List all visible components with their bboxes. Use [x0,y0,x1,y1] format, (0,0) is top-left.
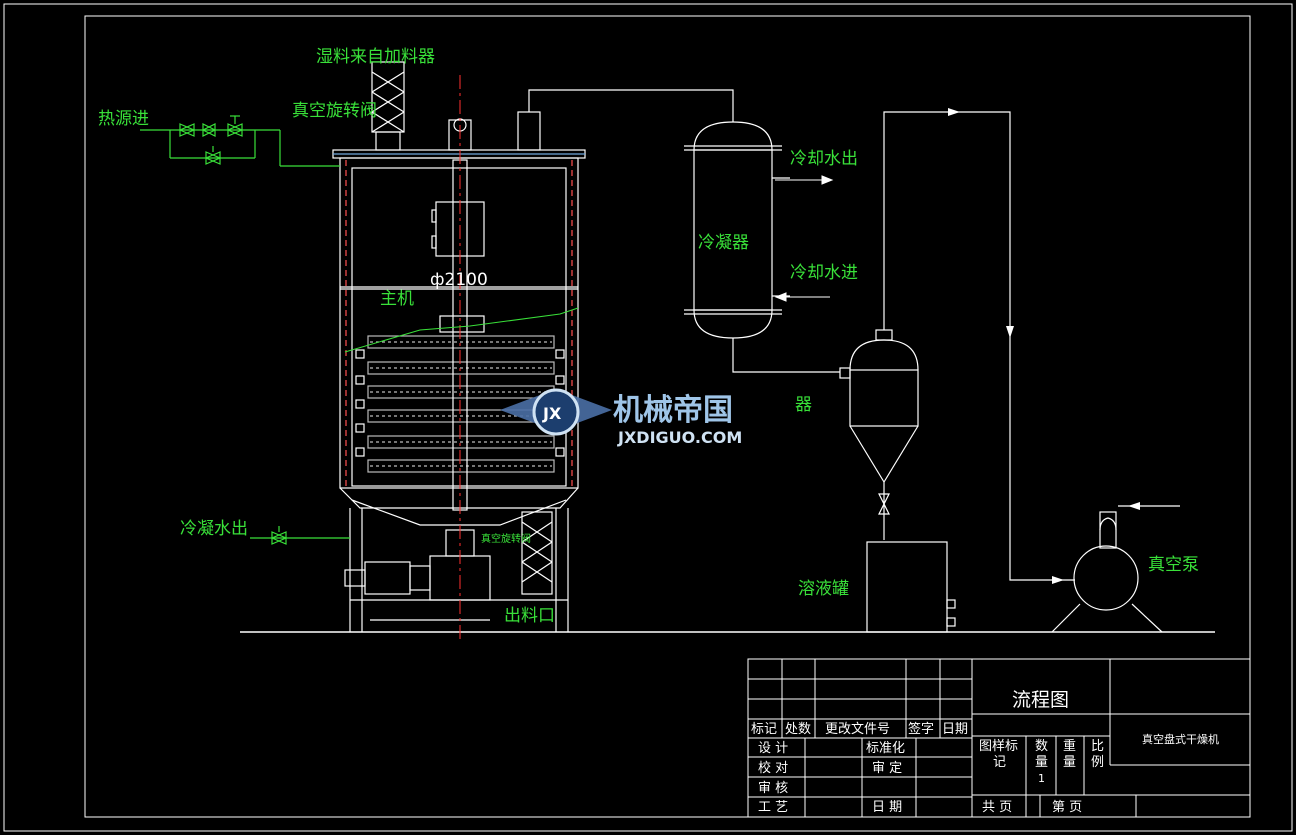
main-dryer [332,61,586,632]
tb-stage-mark-1: 图样标 [979,739,1018,754]
tb-col-count: 处数 [785,722,811,737]
flow-arrow-down [1006,326,1014,338]
separator-vessel [839,329,919,540]
tb-quantity-1: 数 [1035,739,1048,754]
tb-design: 设 计 [758,741,788,756]
label-wet-feed: 湿料来自加料器 [316,47,435,67]
tb-col-mark: 标记 [751,722,777,737]
watermark-gear-icon [532,388,580,436]
label-heat-in: 热源进 [98,109,149,129]
flow-arrow-right [948,108,960,116]
watermark-logo: JX [542,404,562,423]
vapour-pipe [528,89,734,122]
label-diameter: ф2100 [430,270,488,290]
label-condensate-out: 冷凝水出 [180,519,248,539]
title-block-text: 标记 处数 更改文件号 签字 日期 设 计 标准化 校 对 审 定 审 核 工 … [751,689,1219,815]
tb-total-pages: 共 页 [982,800,1012,815]
label-separator: 器 [795,395,812,415]
label-vacuum-pump: 真空泵 [1148,555,1199,575]
exhaust-arrow [1128,502,1140,510]
internal-feed-line [344,307,579,353]
label-rotary-valve-bottom: 真空旋转阀 [481,532,531,545]
condensate-out-piping [250,526,350,545]
label-solvent-tank: 溶液罐 [798,579,849,599]
tb-check: 校 对 [758,760,788,776]
drawing-border [84,15,1251,818]
tb-approve: 审 定 [872,761,902,776]
tb-scale-1: 比 [1091,739,1104,754]
tb-stage-mark-2: 记 [993,755,1006,770]
label-rotary-valve-top: 真空旋转阀 [292,101,377,121]
tb-machine-name: 真空盘式干燥机 [1142,732,1219,746]
label-cooling-in: 冷却水进 [790,263,858,283]
label-discharge: 出料口 [504,606,555,626]
label-cooling-out: 冷却水出 [790,149,858,169]
label-main-unit: 主机 [380,289,414,309]
outer-frame [3,3,1293,832]
watermark: JX 机械帝国 JXDIGUO.COM [500,388,742,447]
tb-page-no: 第 页 [1052,800,1082,815]
tb-review: 审 核 [758,781,788,796]
solvent-tank [866,541,956,633]
title-block [747,658,1251,818]
label-condenser: 冷凝器 [698,233,749,253]
tb-scale-2: 例 [1091,755,1104,770]
vacuum-line [883,111,1075,581]
tb-weight-1: 重 [1063,738,1076,754]
tb-drawing-title: 流程图 [1012,689,1069,711]
tb-col-doc: 更改文件号 [825,722,890,737]
tb-date: 日 期 [872,800,902,815]
heat-source-piping [140,115,340,167]
cooling-water-arrows [774,175,834,302]
watermark-name-en: JXDIGUO.COM [617,428,742,447]
condenser-vessel [684,121,790,339]
tb-qty-value: 1 [1038,772,1045,785]
watermark-name-cn: 机械帝国 [613,393,733,428]
tb-weight-2: 量 [1063,755,1076,770]
flow-arrow-pump [1052,576,1064,584]
tb-quantity-2: 量 [1035,755,1048,770]
tb-process: 工 艺 [758,800,788,815]
vacuum-pump [1051,505,1180,633]
tb-col-date: 日期 [942,722,968,737]
condensate-pipe [732,338,840,373]
tb-col-sign: 签字 [908,721,934,737]
tb-standardize: 标准化 [866,741,905,756]
